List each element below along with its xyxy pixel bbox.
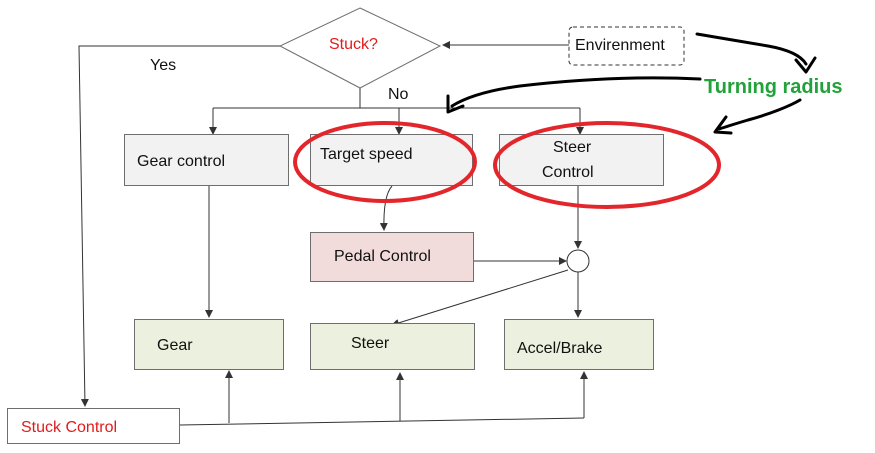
gear-control-label: Gear control (137, 153, 226, 170)
gear-box (134, 319, 284, 370)
gear-label: Gear (157, 337, 193, 354)
pedal-control-label: Pedal Control (334, 248, 431, 265)
stuck-decision-label: Stuck? (329, 36, 378, 53)
no-branch-label: No (388, 86, 409, 103)
stuck-control-bus (179, 417, 585, 426)
junction-to-steer-arrow (391, 269, 569, 327)
stuck-control-label: Stuck Control (21, 419, 118, 436)
steer-box (310, 323, 475, 370)
stuck-control-box (7, 408, 180, 444)
pedal-control-box (310, 232, 474, 282)
environment-box (568, 26, 685, 66)
steer-control-label-line2: Control (542, 164, 594, 181)
turning-radius-annotation: Turning radius (704, 76, 843, 98)
accel-brake-box (504, 319, 654, 370)
environment-label: Envirenment (575, 37, 665, 54)
yes-branch-line (78, 45, 280, 407)
target-speed-label: Target speed (320, 146, 413, 163)
yes-branch-label: Yes (150, 57, 177, 74)
target-speed-to-pedal-arrow (379, 185, 393, 231)
steer-label: Steer (351, 335, 390, 352)
gear-control-box (124, 134, 289, 186)
summing-junction (566, 249, 590, 273)
accel-brake-label: Accel/Brake (517, 340, 603, 357)
steer-control-label-line1: Steer (553, 139, 592, 156)
